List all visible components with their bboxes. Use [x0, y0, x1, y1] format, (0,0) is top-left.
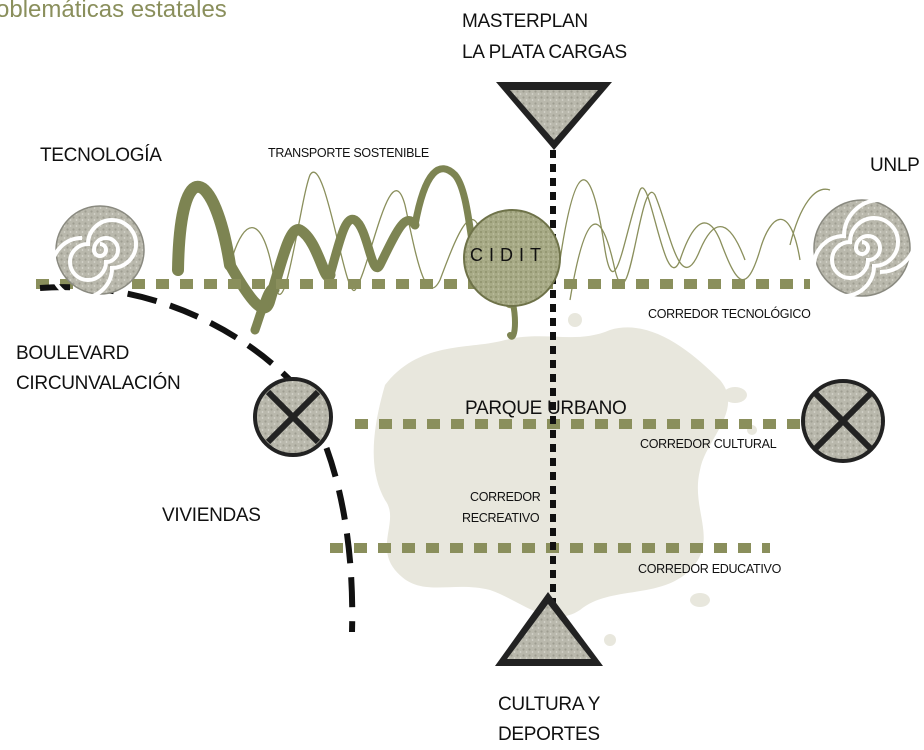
label-corredor-recreativo-line2: RECREATIVO	[462, 511, 540, 525]
label-tecnologia: TECNOLOGÍA	[40, 145, 162, 166]
spiral-icon	[812, 198, 918, 298]
label-boulevard-line1: BOULEVARD	[16, 343, 130, 364]
triangle-down-icon	[496, 82, 612, 150]
splash-stain	[373, 313, 757, 646]
label-parque-urbano: PARQUE URBANO	[465, 398, 627, 419]
triangle-up-icon	[495, 592, 603, 666]
spiral-icon	[50, 205, 145, 300]
label-boulevard-line2: CIRCUNVALACIÓN	[16, 373, 181, 394]
label-corredor-educativo: CORREDOR EDUCATIVO	[638, 562, 781, 576]
label-cultura-line1: CULTURA Y	[498, 694, 601, 715]
label-masterplan-line2: LA PLATA CARGAS	[462, 42, 627, 63]
label-corredor-cultural: CORREDOR CULTURAL	[640, 437, 777, 451]
label-unlp: UNLP	[870, 155, 920, 176]
cidit-circle	[463, 209, 561, 307]
label-corredor-recreativo-line1: CORREDOR	[470, 490, 541, 504]
label-corredor-tecnologico: CORREDOR TECNOLÓGICO	[648, 307, 811, 321]
page-title: oblemáticas estatales	[0, 0, 227, 23]
label-masterplan-line1: MASTERPLAN	[462, 11, 588, 32]
label-viviendas: VIVIENDAS	[162, 505, 261, 526]
label-cidit: CIDIT	[470, 245, 547, 265]
label-cultura-line2: DEPORTES	[498, 724, 600, 745]
x-circle-icon	[801, 379, 885, 463]
x-circle-icon	[253, 377, 333, 457]
label-transporte-sostenible: TRANSPORTE SOSTENIBLE	[268, 146, 429, 160]
boulevard-curve	[39, 284, 356, 633]
